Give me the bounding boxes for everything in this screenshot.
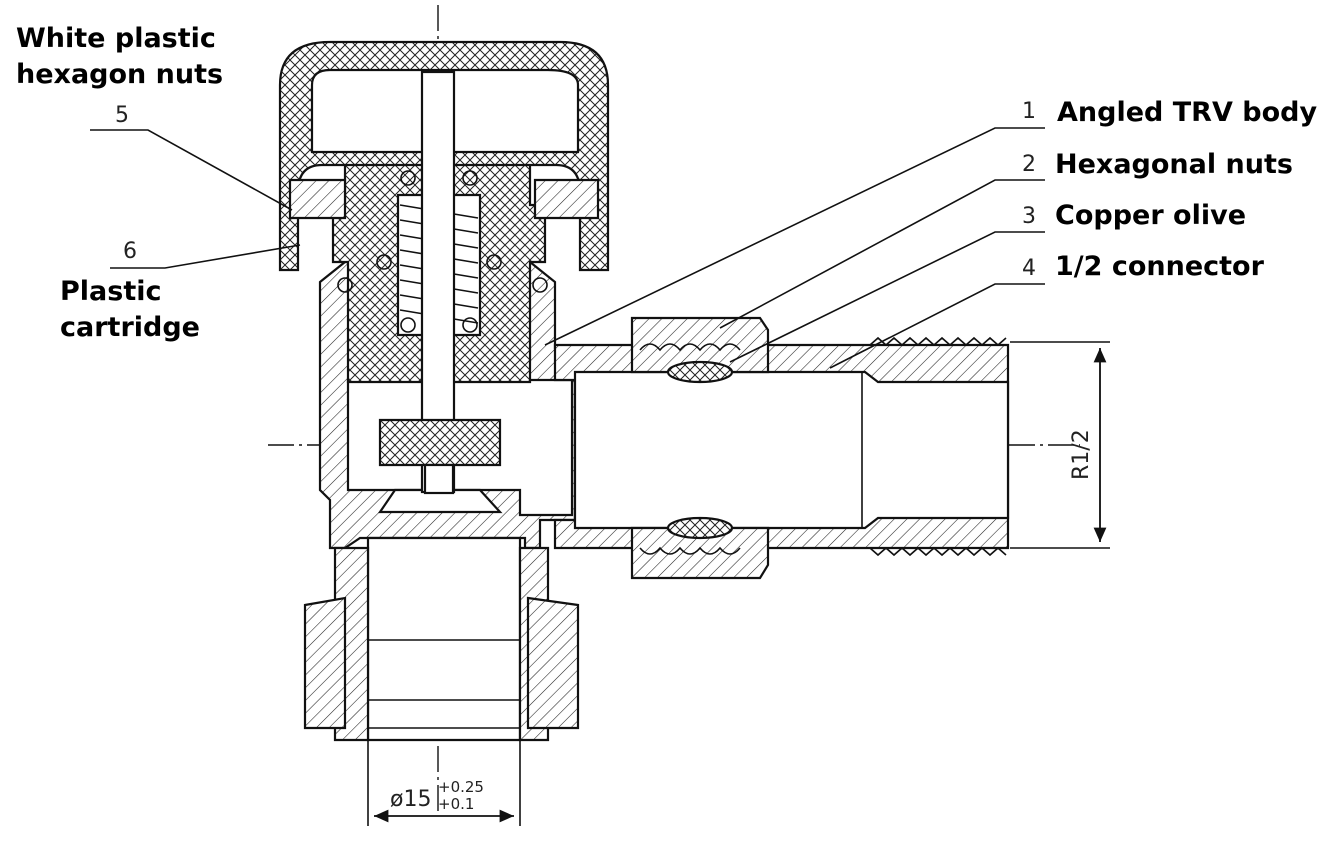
callout-number-2: 2: [1022, 152, 1036, 177]
tolerance-lower: +0.1: [438, 795, 474, 813]
label-copper-olive: Copper olive: [1055, 200, 1247, 231]
callout-number-1: 1: [1022, 99, 1036, 124]
valve-stem: [378, 70, 502, 495]
thread-size-label: R1/2: [1069, 429, 1094, 480]
side-connector: [553, 336, 1010, 557]
callout-number-3: 3: [1022, 204, 1036, 229]
callout-number-5: 5: [115, 103, 129, 128]
callout-number-4: 4: [1022, 256, 1036, 281]
label-white-plastic-line1: White plastic: [16, 23, 216, 54]
label-white-plastic-line2: hexagon nuts: [16, 59, 224, 90]
copper-olive-bottom: [666, 516, 734, 540]
diameter-label: ø15: [390, 787, 431, 812]
thread-dimension: R1/2: [1010, 341, 1110, 549]
bottom-union-nut: [303, 596, 580, 730]
label-plastic-cartridge-line1: Plastic: [60, 276, 162, 307]
label-plastic-cartridge-line2: cartridge: [60, 312, 200, 343]
copper-olive-top: [666, 360, 734, 384]
label-half-inch-connector: 1/2 connector: [1055, 251, 1264, 282]
diameter-dimension: ø15 +0.25 +0.1: [367, 740, 521, 826]
label-angled-trv-body: Angled TRV body: [1057, 97, 1318, 128]
label-hexagonal-nuts: Hexagonal nuts: [1055, 149, 1293, 180]
callout-number-6: 6: [123, 239, 137, 264]
hexagonal-nut: [630, 316, 770, 580]
tolerance-upper: +0.25: [438, 778, 484, 796]
leader-lines: [90, 127, 1045, 369]
